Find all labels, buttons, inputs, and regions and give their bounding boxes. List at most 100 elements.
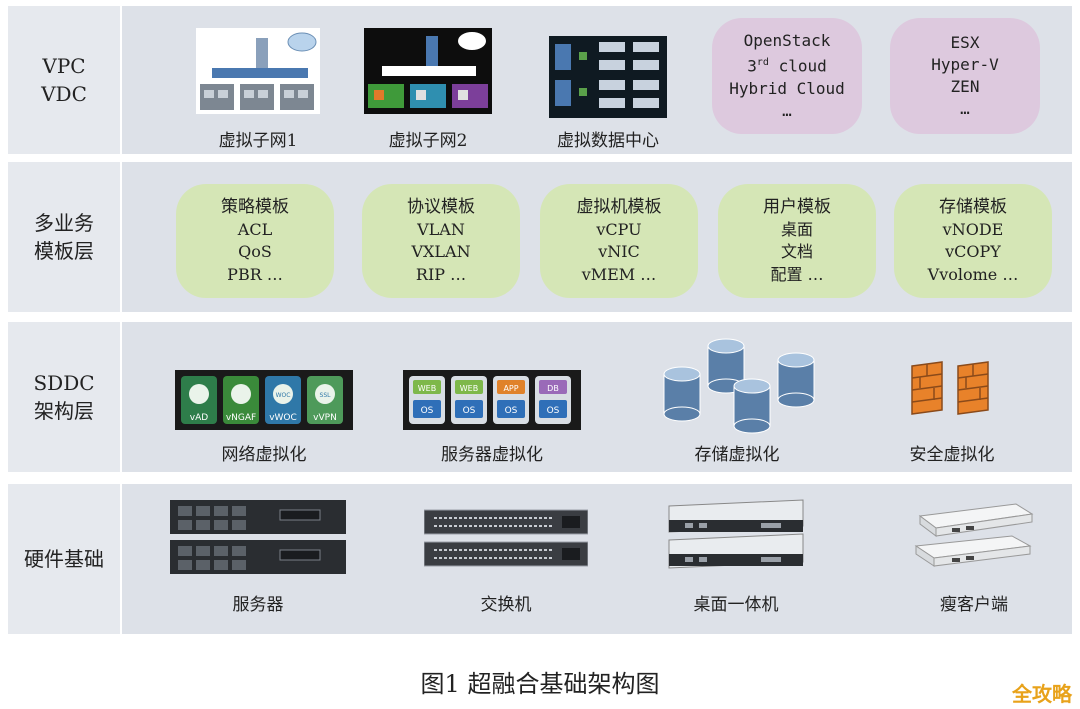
tile-top-label: WEB (460, 384, 478, 393)
virtual-datacenter-diagram-icon (549, 36, 667, 118)
firewall-icon (911, 361, 989, 415)
layer-label-line: 模板层 (34, 239, 94, 263)
bubble-line: 配置 … (770, 264, 824, 284)
bubble-line: OpenStack (743, 31, 831, 51)
figure-caption: 图1 超融合基础架构图 (420, 670, 660, 698)
bubble-line: vNODE (942, 219, 1004, 239)
vpc-layer-label: VPC VDC (8, 6, 120, 154)
virtual-subnet-1: 虚拟子网1 (196, 28, 320, 151)
template-layer-body: 策略模板 ACL QoS PBR … 协议模板 VLAN VXLAN RIP …… (122, 162, 1072, 312)
bubble-line: QoS (238, 242, 272, 261)
bubble-line: Hybrid Cloud (729, 78, 845, 98)
bubble-line: … (782, 100, 792, 120)
bubble-line: Vvolome … (927, 264, 1019, 284)
bubble-line: vMEM … (581, 264, 657, 284)
server-virtualization-caption: 服务器虚拟化 (441, 445, 543, 465)
bubble-line: RIP … (415, 264, 467, 284)
subnet-caption: 虚拟子网1 (218, 131, 298, 151)
tile-top-label: DB (547, 384, 559, 393)
tile-bottom-label: OS (463, 406, 476, 416)
bubble-line: vCPU (596, 219, 642, 239)
tile-label: vAD (190, 413, 208, 423)
tile-label: vVPN (313, 413, 337, 423)
storage-template-bubble: 存储模板 vNODE vCOPY Vvolome … (894, 184, 1052, 298)
tile-top-label: APP (503, 384, 518, 393)
bubble-line: … (960, 99, 970, 118)
bubble-title: 协议模板 (407, 197, 475, 217)
vpc-layer-body: 虚拟子网1 虚拟子网2 (122, 6, 1072, 154)
network-virtualization: vAD vNGAF vWOC vVPN SSL WOC 网络虚拟化 (174, 370, 354, 466)
tile-label: vWOC (269, 413, 297, 423)
tile-bottom-label: OS (547, 406, 560, 416)
hardware-layer-body: 服务器 交换机 (122, 484, 1072, 634)
layer-label-line: 多业务 (34, 211, 94, 235)
bubble-line: 文档 (780, 242, 813, 261)
storage-virtualization: 存储虚拟化 (652, 334, 822, 466)
thin-client-caption: 瘦客户端 (940, 595, 1008, 615)
hardware-layer: 硬件基础 服务器 (8, 484, 1072, 634)
security-virtualization-caption: 安全虚拟化 (909, 445, 995, 465)
bubble-line: ACL (237, 219, 273, 239)
policy-template-bubble: 策略模板 ACL QoS PBR … (176, 184, 334, 298)
sddc-layer: SDDC 架构层 vAD vNGAF vWOC vVPN SSL WOC (8, 322, 1072, 472)
virtual-datacenter: 虚拟数据中心 (538, 36, 678, 151)
template-layer-label: 多业务 模板层 (8, 162, 120, 312)
datacenter-caption: 虚拟数据中心 (557, 131, 659, 151)
hardware-desktop-appliance: 桌面一体机 (662, 496, 810, 624)
protocol-template-bubble: 协议模板 VLAN VXLAN RIP … (362, 184, 520, 298)
security-virtualization: 安全虚拟化 (892, 358, 1012, 466)
user-template-bubble: 用户模板 桌面 文档 配置 … (718, 184, 876, 298)
bubble-title: 存储模板 (939, 197, 1007, 217)
server-caption: 服务器 (232, 595, 284, 615)
database-cylinders-icon (663, 338, 815, 434)
hardware-switch: 交换机 (423, 506, 589, 624)
network-switch-icon (423, 509, 589, 567)
vpc-layer: VPC VDC 虚拟子网1 (8, 6, 1072, 154)
bubble-line: 桌面 (780, 219, 813, 239)
bubble-line: PBR … (227, 264, 283, 284)
tile-bottom-label: OS (505, 406, 518, 416)
rack-server-icon (170, 500, 346, 574)
cloud-platforms-bubble: OpenStack 3rd cloud Hybrid Cloud … (712, 18, 862, 134)
template-layer: 多业务 模板层 策略模板 ACL QoS PBR … 协议模板 VLAN VXL… (8, 162, 1072, 312)
hardware-layer-label: 硬件基础 (8, 484, 120, 634)
storage-virtualization-caption: 存储虚拟化 (694, 445, 780, 465)
subnet-caption: 虚拟子网2 (388, 131, 468, 151)
layer-label-line: VPC (42, 54, 86, 78)
bubble-title: 虚拟机模板 (576, 197, 662, 217)
hardware-thin-client: 瘦客户端 (908, 502, 1040, 624)
layer-label-line: 硬件基础 (24, 547, 104, 571)
server-virtualization: WEB WEB APP DB OS OS OS OS 服务器虚拟化 (392, 370, 592, 466)
virtual-subnet-diagram-icon (196, 28, 320, 114)
server-virtualization-icon: WEB WEB APP DB OS OS OS OS (403, 370, 581, 430)
thin-client-icon (914, 503, 1034, 567)
layer-label-line: 架构层 (34, 399, 94, 423)
network-virtualization-icon: vAD vNGAF vWOC vVPN SSL WOC (175, 370, 353, 430)
switch-caption: 交换机 (480, 595, 532, 615)
desktop-appliance-icon (668, 499, 804, 569)
layer-label-line: VDC (41, 82, 87, 106)
hypervisor-bubble: ESX Hyper-V ZEN … (890, 18, 1040, 134)
bubble-line: VXLAN (411, 242, 471, 261)
bubble-title: 用户模板 (763, 197, 831, 217)
bubble-line: ESX (950, 33, 980, 52)
tile-top-label: WEB (418, 384, 436, 393)
desktop-appliance-caption: 桌面一体机 (693, 595, 779, 615)
tile-bottom-label: OS (421, 406, 434, 416)
bubble-line: Hyper-V (931, 55, 999, 74)
bubble-line: ZEN (950, 77, 980, 96)
virtual-subnet-diagram-icon (364, 28, 492, 114)
bubble-line: vNIC (598, 242, 640, 261)
tile-sub-label: WOC (276, 392, 291, 399)
virtual-subnet-2: 虚拟子网2 (364, 28, 492, 151)
bubble-title: 策略模板 (221, 197, 289, 217)
bubble-line: VLAN (417, 219, 465, 239)
network-virtualization-caption: 网络虚拟化 (221, 445, 307, 465)
layer-label-line: SDDC (33, 371, 95, 395)
bubble-line: vCOPY (945, 242, 1001, 261)
sddc-layer-body: vAD vNGAF vWOC vVPN SSL WOC 网络虚拟化 (122, 322, 1072, 472)
tile-sub-label: SSL (320, 392, 332, 399)
hardware-server: 服务器 (170, 498, 346, 624)
tile-label: vNGAF (226, 413, 256, 423)
vm-template-bubble: 虚拟机模板 vCPU vNIC vMEM … (540, 184, 698, 298)
